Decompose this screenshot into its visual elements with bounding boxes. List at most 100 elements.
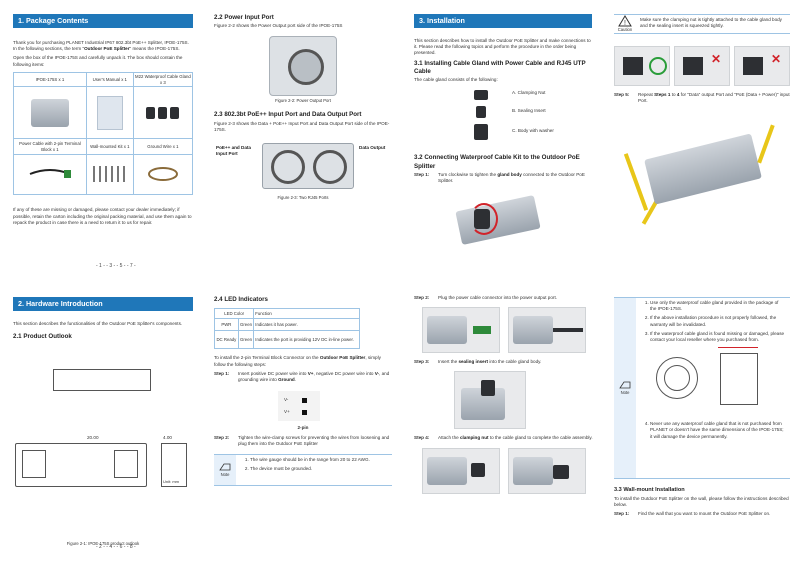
splitter-image	[30, 98, 69, 127]
rj45-figure: PoE++ and Data Input Port Data Output	[214, 142, 392, 189]
note-box: Note The wire gauge should be in the ran…	[214, 453, 392, 486]
section-header-package-contents: 1. Package Contents	[13, 14, 193, 28]
led-header: Function	[253, 308, 360, 320]
step: Step 3:Insert the sealing insert into th…	[414, 359, 542, 365]
section-title-led: 2.4 LED Indicators	[214, 296, 268, 303]
step: Step 4:Attach the clamping nut to the ca…	[414, 435, 593, 441]
section-text: To install the Outdoor PoE Splitter on t…	[614, 495, 789, 507]
page-1: 1. Package Contents Thank you for purcha…	[13, 14, 194, 229]
unpack-paragraph: Open the box of the IPOE-175S and carefu…	[13, 55, 183, 67]
section-title-product-outlook: 2.1 Product Outlook	[13, 333, 72, 341]
note-item: If the above installation procedure is n…	[650, 315, 786, 327]
svg-text:!: !	[624, 20, 626, 27]
step: Step 1:Find the wall that you want to mo…	[614, 510, 771, 516]
pin-caption: 2-pin	[297, 425, 309, 431]
led-cell: DC Ready	[214, 330, 239, 350]
page-3: 3. Installation This section describes h…	[414, 14, 592, 247]
page-number: - 2 - - 4 - - 6 - - 8 -	[96, 544, 136, 550]
section-header-installation: 3. Installation	[414, 14, 592, 28]
intro-paragraph: This section describes the functionaliti…	[13, 321, 183, 326]
two-pin-figure: V- V+	[278, 391, 320, 422]
pin-label: V+	[284, 409, 290, 415]
note-item: Use only the waterproof cable gland prov…	[650, 300, 786, 312]
part-label: A. Clamping Nut	[512, 90, 546, 96]
page-5: 2. Hardware Introduction This section de…	[13, 297, 193, 548]
figure-caption: Figure 2-3: Two RJ45 Ports	[277, 194, 329, 200]
note-item: Never use any waterproof cable gland tha…	[650, 421, 786, 440]
cable-gland-image	[135, 106, 191, 119]
led-cell: Green	[237, 318, 255, 332]
step: Step 5:Repeat Steps 1 to 4 for "Data" ou…	[614, 91, 790, 103]
section-title-waterproof-kit: 3.2 Connecting Waterproof Cable Kit to t…	[414, 154, 580, 170]
figure-caption: Figure 2-1: IPOE-175S product outlook	[66, 540, 140, 546]
section-text: Figure 2-3 shows the Data + PoE++ Input …	[214, 120, 390, 132]
intro-paragraph: Thank you for purchasing PLANET Industri…	[13, 40, 189, 52]
power-port-figure	[269, 35, 337, 96]
step: Step 1:Insert positive DC power wire int…	[214, 370, 390, 382]
manual-image	[96, 95, 123, 130]
warning-icon: !	[618, 15, 632, 27]
step2-photos	[422, 307, 594, 354]
step: Step 2:Tighten the wire-clamp screws for…	[214, 435, 390, 447]
ground-wire-image	[147, 166, 178, 181]
step3-photo	[454, 371, 526, 430]
label-data-output: Data Output	[359, 144, 386, 150]
note-box: Note Use only the waterproof cable gland…	[614, 297, 790, 479]
pin-label: V-	[284, 397, 289, 403]
step: Step 2:Plug the power cable connector in…	[414, 295, 558, 300]
section-title-cable-gland: 3.1 Installing Cable Gland with Power Ca…	[414, 59, 586, 75]
label-poe-input: PoE++ and Data Input Port	[216, 144, 251, 157]
page-number: - 1 - - 3 - - 5 - - 7 -	[96, 263, 136, 269]
note-item: The device must be grounded.	[250, 466, 388, 472]
section-text: The cable gland consists of the followin…	[414, 77, 498, 83]
intro-paragraph: This section describes how to install th…	[414, 38, 591, 56]
page-2: 2.2 Power Input Port Figure 2-2 shows th…	[214, 12, 392, 203]
caution-box: ! Caution Make sure the clamping nut is …	[614, 14, 790, 34]
power-cable-image	[29, 168, 71, 178]
led-header: LED Color	[213, 308, 255, 320]
note-hand-icon	[619, 381, 631, 389]
step4-photos	[422, 447, 594, 494]
caution-label: Caution	[617, 27, 633, 32]
item-label: IPOE-175S x 1	[13, 71, 87, 88]
missing-items-paragraph: If any of these are missing or damaged, …	[13, 207, 192, 225]
item-label: User's Manual x 1	[85, 71, 134, 88]
led-cell: Indicates it has power.	[253, 318, 360, 332]
note-item: The wire gauge should be in the range fr…	[250, 457, 388, 463]
page-7: Step 2:Plug the power cable connector in…	[414, 294, 594, 494]
page-4: ! Caution Make sure the clamping nut is …	[614, 14, 790, 225]
dimension-label: 20.00	[87, 434, 99, 440]
section-header-hardware: 2. Hardware Introduction	[13, 297, 193, 311]
section-text: Figure 2-2 shows the Power Output port s…	[214, 23, 343, 29]
section-title-poe-ports: 2.3 802.3bt PoE++ Input Port and Data Ou…	[214, 111, 362, 119]
dimension-label: 4.00	[163, 434, 172, 440]
note-label: Note	[620, 390, 630, 396]
cabled-splitter-photo	[614, 122, 790, 225]
step: Step 1:Turn clockwise to tighten the gla…	[414, 172, 585, 184]
gland-dimension-drawing	[640, 347, 786, 417]
figure-caption: Figure 2-2: Power Output Port	[275, 97, 331, 103]
gland-install-photo	[448, 191, 541, 247]
note-item: If the waterproof cable gland is found m…	[650, 331, 786, 343]
part-label: B. Sealing Insert	[512, 108, 546, 114]
wall-kit-image	[92, 165, 125, 182]
item-label: Power Cable with 2-pin Terminal Block x …	[13, 138, 87, 156]
clamp-photos: ✕ ✕	[614, 45, 790, 86]
led-cell: PWR	[214, 318, 239, 332]
part-label: C. Body with washer	[512, 128, 554, 134]
caution-text: Make sure the clamping nut is tightly at…	[640, 17, 782, 29]
item-label: Wall-mounted Kit x 1	[85, 138, 134, 156]
item-label: Ground Wire x 1	[132, 138, 194, 156]
product-outlook-drawing: 20.00 4.00	[13, 343, 193, 487]
note-label: Note	[220, 471, 230, 477]
page-8: Note Use only the waterproof cable gland…	[614, 297, 790, 518]
section-title-wall-mount: 3.3 Wall-mount Installation	[614, 487, 685, 493]
led-cell: Indicates the port is providing 12V DC i…	[253, 330, 360, 350]
gland-parts-figure: A. Clamping Nut B. Sealing Insert C. Bod…	[474, 86, 592, 144]
unit-label: Unit: mm	[163, 479, 179, 484]
package-items-table: IPOE-175S x 1 User's Manual x 1 M22 Wate…	[13, 71, 194, 196]
section-title-power-input: 2.2 Power Input Port	[214, 14, 274, 21]
led-cell: Green	[237, 330, 255, 350]
